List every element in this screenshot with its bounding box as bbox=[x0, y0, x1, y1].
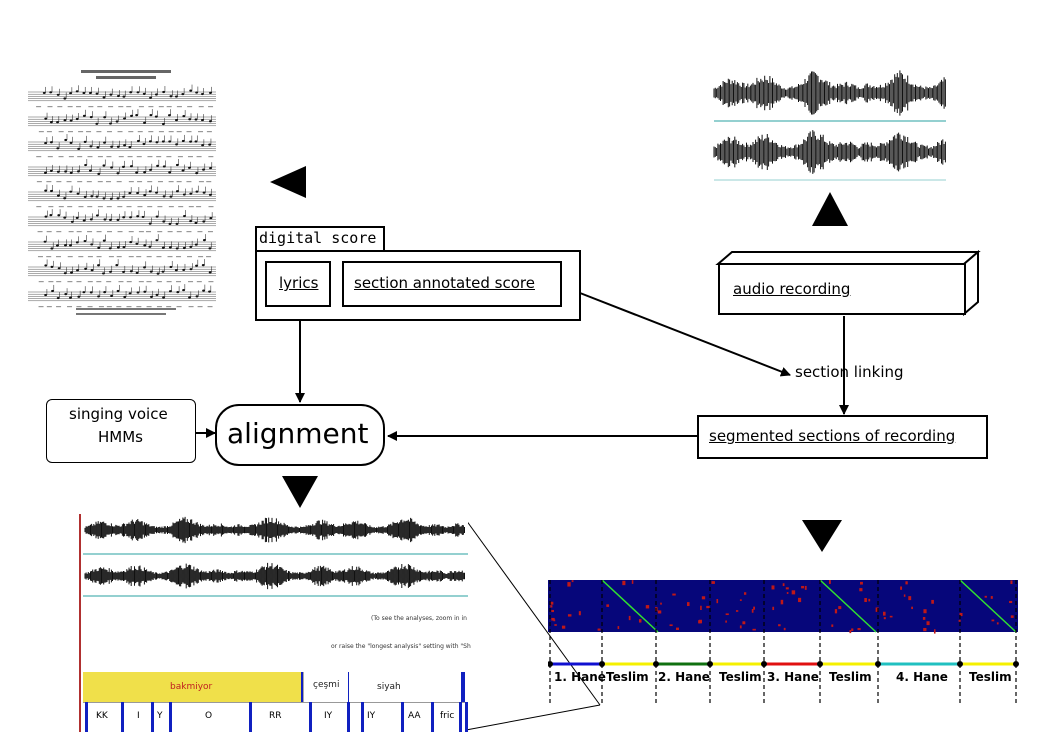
phone-label: RR bbox=[269, 711, 282, 721]
word-bakmiyor bbox=[83, 672, 303, 702]
panel-note-1: (To see the analyses, zoom in in bbox=[371, 615, 467, 622]
section-linking-label: section linking bbox=[795, 363, 904, 381]
hmm-label-line2: HMMs bbox=[98, 428, 143, 446]
section-label-2: Teslim bbox=[606, 670, 649, 684]
triangle-left-marker bbox=[270, 166, 306, 198]
section-score-box bbox=[342, 261, 562, 307]
hmm-box bbox=[46, 399, 196, 463]
section-label-5: 3. Hane bbox=[767, 670, 819, 684]
phone-label: IY bbox=[324, 711, 333, 721]
hmm-label-line1: singing voice bbox=[69, 405, 168, 423]
aligned-audio-panel: (To see the analyses, zoom in in or rais… bbox=[79, 514, 471, 733]
audio-waveform-image bbox=[712, 66, 948, 182]
panel-note-2: or raise the "longest analysis" setting … bbox=[331, 643, 471, 650]
segmented-sections-box bbox=[697, 415, 988, 459]
digital-score-tab bbox=[255, 226, 385, 252]
audio-recording-box bbox=[718, 263, 966, 315]
section-score-label: section annotated score bbox=[354, 274, 535, 292]
triangle-down-marker-left bbox=[282, 476, 318, 508]
phone-label: I bbox=[137, 711, 140, 721]
word-siyah bbox=[349, 672, 465, 702]
section-label-1: 1. Hane bbox=[554, 670, 606, 684]
section-label-8: Teslim bbox=[969, 670, 1012, 684]
score-sheet-image bbox=[26, 68, 222, 320]
phone-label: Y bbox=[157, 711, 163, 721]
triangle-up-marker bbox=[812, 192, 848, 226]
segmented-sections-label: segmented sections of recording bbox=[709, 427, 956, 445]
lyrics-box bbox=[265, 261, 331, 307]
phone-label: IY bbox=[367, 711, 376, 721]
word-cesmi bbox=[303, 672, 350, 702]
alignment-label: alignment bbox=[227, 417, 369, 450]
lyrics-label: lyrics bbox=[279, 274, 319, 292]
section-label-3: 2. Hane bbox=[658, 670, 710, 684]
phone-label: AA bbox=[408, 711, 421, 721]
section-alignment-panel: 1. Hane Teslim 2. Hane Teslim 3. Hane Te… bbox=[548, 580, 1020, 704]
word-label-cesmi: çeşmi bbox=[313, 680, 340, 690]
digital-score-title: digital score bbox=[259, 229, 377, 247]
section-label-7: 4. Hane bbox=[896, 670, 948, 684]
section-label-4: Teslim bbox=[719, 670, 762, 684]
phone-label: KK bbox=[96, 711, 108, 721]
word-label-siyah: siyah bbox=[377, 682, 401, 692]
triangle-down-marker-right bbox=[802, 520, 842, 552]
audio-recording-label: audio recording bbox=[733, 280, 851, 298]
phone-label: fric bbox=[440, 711, 455, 721]
section-label-6: Teslim bbox=[829, 670, 872, 684]
word-label-bakmiyor: bakmiyor bbox=[170, 682, 213, 692]
phone-label: O bbox=[205, 711, 213, 721]
arrow-score-to-section-linking bbox=[579, 292, 791, 377]
alignment-node bbox=[215, 404, 385, 466]
